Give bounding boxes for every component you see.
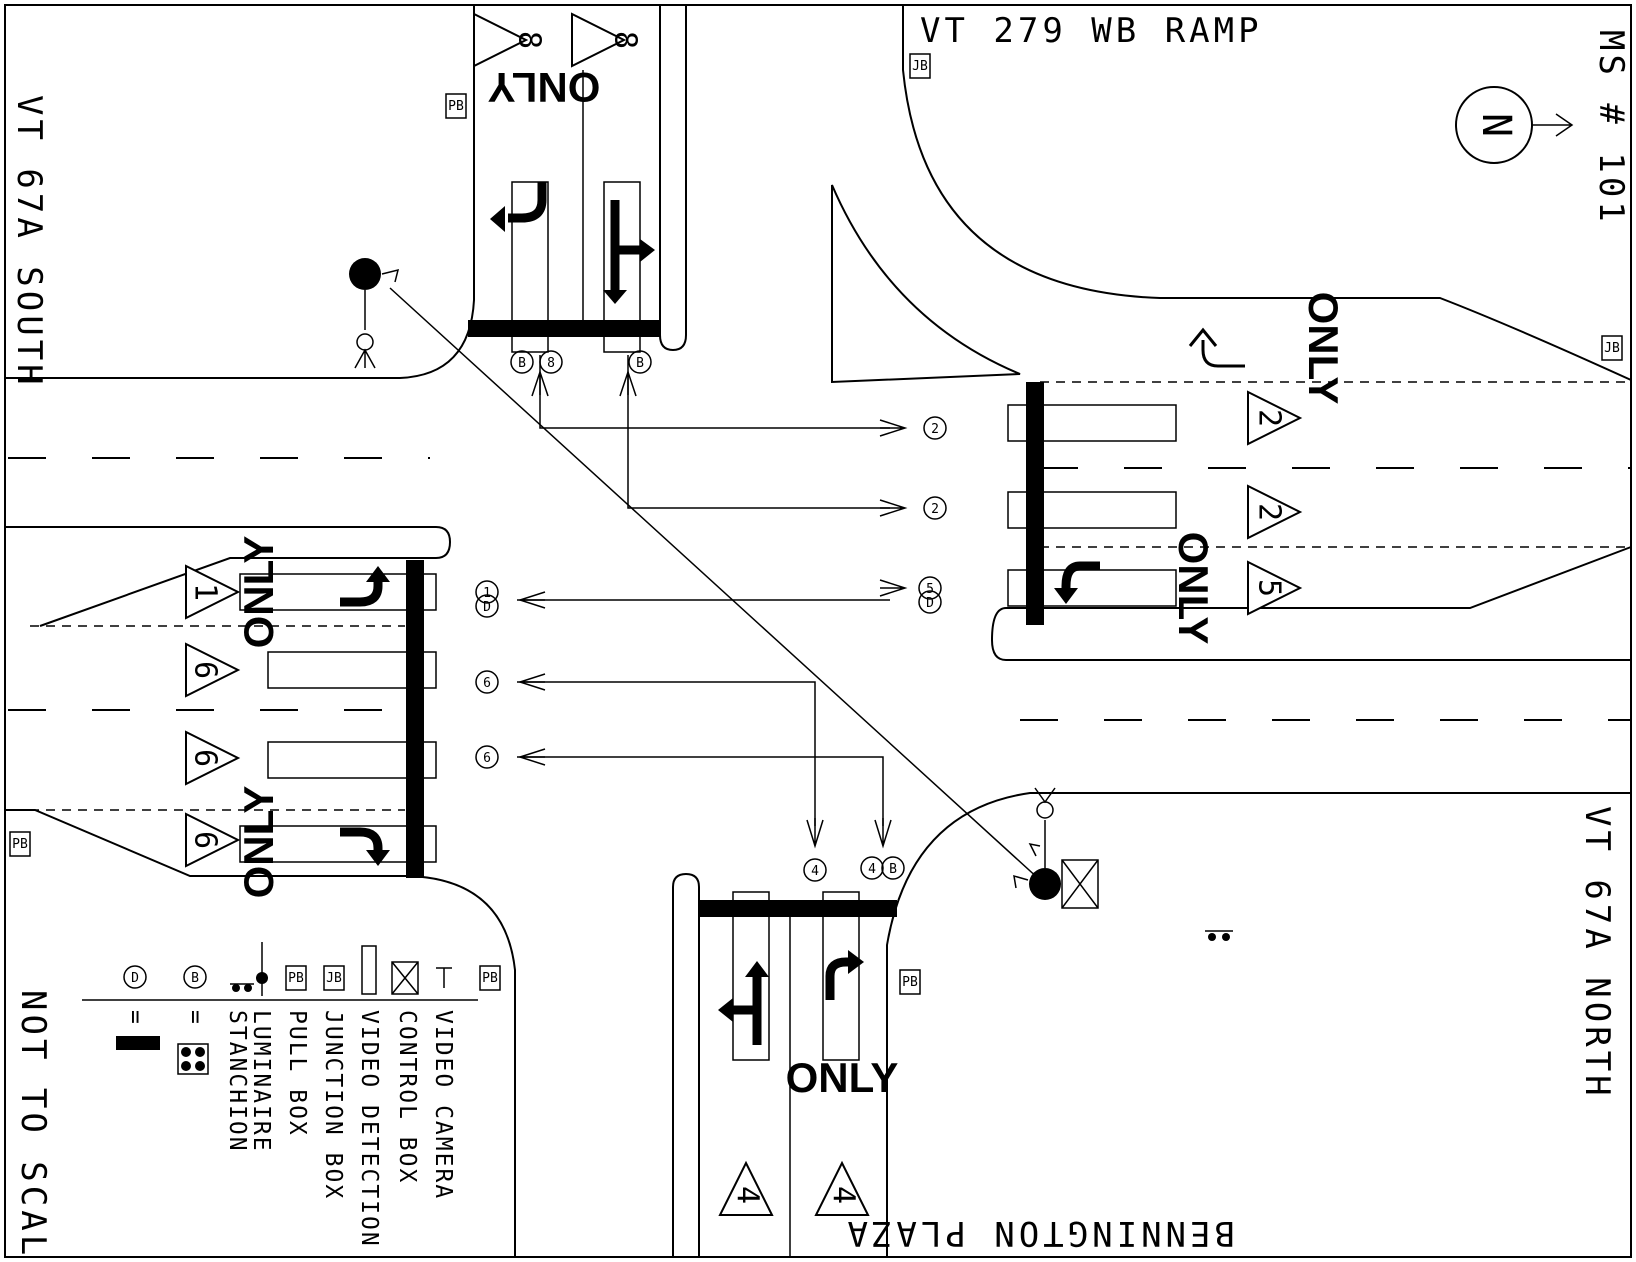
road-south-label: VT 67A SOUTH bbox=[9, 95, 49, 389]
legend-signal-head-d bbox=[116, 1036, 160, 1050]
detector-5: 5 bbox=[926, 582, 934, 597]
svg-text:B: B bbox=[191, 971, 199, 986]
control-box bbox=[1061, 859, 1099, 909]
through-left-arrow-south bbox=[733, 975, 762, 1045]
legend-b-equals: = bbox=[182, 1010, 208, 1026]
legend-control-box-symbol bbox=[391, 961, 419, 995]
detector-b-north-2: B bbox=[636, 356, 644, 371]
legend-label-control-box: CONTROL BOX bbox=[394, 1010, 420, 1184]
north-arrow: N bbox=[1455, 86, 1574, 164]
legend-luminaire-symbol bbox=[256, 942, 268, 996]
left-turn-arrow-east bbox=[1061, 561, 1100, 590]
through-left-arrow bbox=[610, 200, 640, 290]
legend-b-symbol: B bbox=[183, 965, 207, 989]
box-tags: PB PB PB PB JB JB bbox=[9, 53, 1623, 995]
legend-d-symbol: D bbox=[123, 965, 147, 989]
legend-signal-head-b bbox=[177, 1043, 209, 1075]
phase-6c: 6 bbox=[188, 831, 223, 849]
phase-8a: 8 bbox=[512, 31, 547, 49]
detector-6a: 6 bbox=[483, 676, 491, 691]
stop-bars bbox=[406, 320, 1044, 917]
legend-label-luminaire: LUMINAIRE bbox=[248, 1010, 274, 1153]
legend: JB PB B D = = VIDEO CAMERA CONTROL BOX V… bbox=[82, 942, 478, 1248]
phase-8b: 8 bbox=[608, 31, 643, 49]
legend-label-video-detection: VIDEO DETECTION bbox=[356, 1010, 382, 1248]
phase-5: 5 bbox=[1252, 579, 1287, 597]
svg-text:PB: PB bbox=[12, 837, 28, 852]
scale-note: NOT TO SCALE bbox=[13, 990, 53, 1262]
pull-box-sw: PB bbox=[9, 831, 31, 857]
pull-box-s: PB bbox=[899, 969, 921, 995]
plaza-label: BENNINGTON PLAZA bbox=[843, 1213, 1235, 1253]
phase-4a: 4 bbox=[730, 1186, 765, 1204]
detector-b-south: B bbox=[889, 862, 897, 877]
phase-2a: 2 bbox=[1252, 409, 1287, 427]
left-turn-outline-ramp bbox=[1188, 327, 1245, 368]
phase-6a: 6 bbox=[188, 661, 223, 679]
svg-text:D: D bbox=[131, 971, 139, 986]
detector-callouts: 2 2 5 D 1 D 6 6 4 4 B B 8 B bbox=[475, 350, 947, 882]
only-markings: ONLY ONLY ONLY ONLY ONLY ONLY bbox=[235, 64, 1347, 1101]
svg-text:PB: PB bbox=[288, 971, 304, 986]
phase-numbers: 8 8 2 2 5 1 6 6 6 4 4 bbox=[188, 31, 1287, 1204]
curb-lines bbox=[5, 5, 1632, 1257]
drawing-border bbox=[4, 4, 1632, 1258]
only-marking-west-1: ONLY bbox=[235, 536, 282, 649]
detector-8: 8 bbox=[547, 356, 555, 371]
detector-4a: 4 bbox=[811, 864, 819, 879]
se-pole bbox=[1013, 787, 1061, 900]
legend-junction-box-symbol: JB bbox=[323, 965, 345, 991]
detector-2a: 2 bbox=[931, 422, 939, 437]
legend-pull-box-symbol: PB bbox=[285, 965, 307, 991]
detector-2b: 2 bbox=[931, 502, 939, 517]
svg-text:PB: PB bbox=[482, 971, 498, 986]
phase-4b: 4 bbox=[826, 1186, 861, 1204]
svg-text:JB: JB bbox=[326, 971, 342, 986]
phase-2b: 2 bbox=[1252, 503, 1287, 521]
only-marking-ramp: ONLY bbox=[1300, 292, 1347, 405]
legend-label-video-camera: VIDEO CAMERA bbox=[430, 1010, 456, 1200]
pull-box-legend: PB bbox=[479, 965, 501, 991]
left-turn-arrow-west bbox=[340, 580, 383, 607]
wiring-arrowheads bbox=[517, 369, 908, 849]
right-turn-arrow-west bbox=[340, 827, 383, 852]
detector-d-east: D bbox=[926, 596, 934, 611]
legend-video-detection-symbol bbox=[361, 945, 377, 995]
map-id-label: MS # 101 bbox=[1591, 30, 1631, 226]
phase-1: 1 bbox=[188, 583, 223, 601]
legend-stanchion-symbol bbox=[230, 983, 254, 992]
phase-triangles bbox=[185, 12, 1303, 1216]
legend-label-junction-box: JUNCTION BOX bbox=[320, 1010, 346, 1200]
phase-6b: 6 bbox=[188, 749, 223, 767]
legend-d-equals: = bbox=[122, 1010, 148, 1026]
detector-4b: 4 bbox=[868, 862, 876, 877]
svg-text:JB: JB bbox=[1604, 341, 1620, 356]
detector-6b: 6 bbox=[483, 751, 491, 766]
legend-video-camera-symbol bbox=[436, 967, 452, 988]
svg-text:PB: PB bbox=[448, 99, 464, 114]
road-north-label: VT 67A NORTH bbox=[1577, 806, 1617, 1100]
ramp-label: VT 279 WB RAMP bbox=[920, 11, 1263, 51]
junction-box-ne: JB bbox=[909, 53, 931, 79]
junction-box-e: JB bbox=[1601, 335, 1623, 361]
lane-arrows bbox=[340, 182, 1245, 1045]
legend-label-stanchion: STANCHION bbox=[224, 1010, 250, 1153]
svg-text:PB: PB bbox=[902, 975, 918, 990]
detector-1: 1 bbox=[483, 586, 491, 601]
detector-b-north: B bbox=[518, 356, 526, 371]
pull-box-nw: PB bbox=[445, 93, 467, 119]
only-marking-east: ONLY bbox=[1170, 532, 1217, 645]
north-arrow-letter: N bbox=[1473, 113, 1519, 137]
luminaire-marker bbox=[1205, 930, 1233, 941]
only-marking-north: ONLY bbox=[488, 64, 601, 111]
only-marking-south: ONLY bbox=[786, 1054, 899, 1101]
svg-text:JB: JB bbox=[912, 59, 928, 74]
only-marking-west-2: ONLY bbox=[235, 786, 282, 899]
right-turn-arrow-south bbox=[825, 957, 850, 1000]
left-turn-arrow bbox=[508, 182, 547, 223]
nw-pole bbox=[349, 258, 400, 369]
detector-d-west: D bbox=[483, 600, 491, 615]
legend-label-pull-box: PULL BOX bbox=[284, 1010, 310, 1137]
